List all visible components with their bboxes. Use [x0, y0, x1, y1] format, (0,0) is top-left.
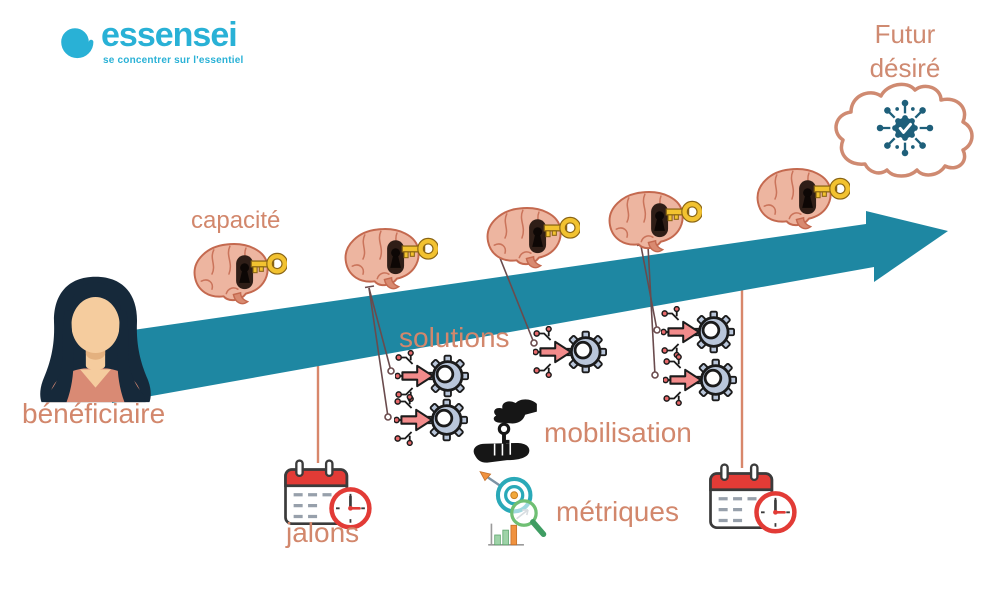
network-check-icon — [872, 95, 938, 161]
mobilisation-label: mobilisation — [544, 417, 692, 448]
milestones-label: jalons — [286, 517, 360, 548]
milestone-lines — [316, 268, 744, 468]
beneficiary-label: bénéficiaire — [22, 398, 166, 429]
logo-wordmark: essensei — [101, 16, 238, 54]
future-label: Futur désiré — [869, 19, 941, 83]
brain-key-icon — [338, 223, 438, 295]
woman-avatar — [28, 272, 163, 404]
circuit-gear-icon — [661, 306, 735, 358]
solutions-label: solutions — [399, 322, 510, 353]
brain-key-icon — [602, 186, 702, 258]
brain-key-icon — [480, 202, 580, 274]
target-magnifier-chart-icon — [477, 470, 553, 548]
spiral-icon — [52, 19, 98, 65]
capacity-label: capacité — [191, 207, 281, 234]
brain-key-icon — [187, 238, 287, 310]
metrics-label: métriques — [556, 496, 679, 527]
circuit-gear-icon — [533, 326, 607, 378]
brain-key-icon — [750, 163, 850, 235]
circuit-gear-icon — [663, 354, 737, 406]
progress-arrow — [112, 211, 948, 403]
calendar-clock-icon — [706, 458, 798, 536]
circuit-gear-icon — [394, 394, 468, 446]
hand-key-icon — [467, 396, 541, 468]
logo-tagline: se concentrer sur l'essentiel — [103, 55, 244, 66]
